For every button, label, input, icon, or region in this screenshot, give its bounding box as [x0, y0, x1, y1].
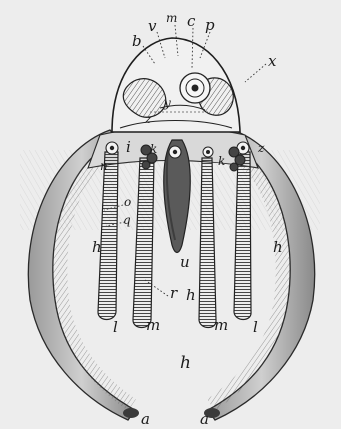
- label-b: b: [132, 32, 142, 50]
- label-l-left: l: [113, 318, 118, 336]
- label-h-right: h: [273, 238, 283, 256]
- label-x: x: [268, 52, 277, 70]
- label-z-right: z: [257, 141, 265, 155]
- label-o: o: [124, 195, 131, 209]
- label-i: i: [126, 138, 131, 156]
- label-v: v: [148, 17, 157, 35]
- label-h-mid: h: [186, 286, 196, 304]
- label-r: r: [170, 284, 178, 302]
- label-y: y: [163, 96, 171, 110]
- label-a-right: a: [200, 410, 209, 428]
- label-z: z: [144, 112, 152, 126]
- central-statocyst-core: [192, 85, 199, 92]
- label-c: c: [187, 12, 196, 30]
- label-h-left: h: [92, 238, 102, 256]
- label-l-right: l: [253, 318, 258, 336]
- label-k-right: k: [218, 154, 225, 168]
- label-a-left: a: [141, 410, 150, 428]
- label-q: q: [123, 213, 131, 227]
- label-k-left: k: [150, 142, 157, 156]
- label-m-right: m: [214, 316, 228, 334]
- label-p: p: [205, 16, 215, 34]
- label-h-bottom: h: [180, 353, 191, 373]
- left-arm-tip: [123, 408, 139, 418]
- label-m-left: m: [146, 316, 160, 334]
- label-m-top: m: [166, 11, 177, 25]
- label-n: n: [100, 159, 108, 173]
- center-knob-pair: [169, 146, 181, 158]
- label-u: u: [180, 253, 190, 271]
